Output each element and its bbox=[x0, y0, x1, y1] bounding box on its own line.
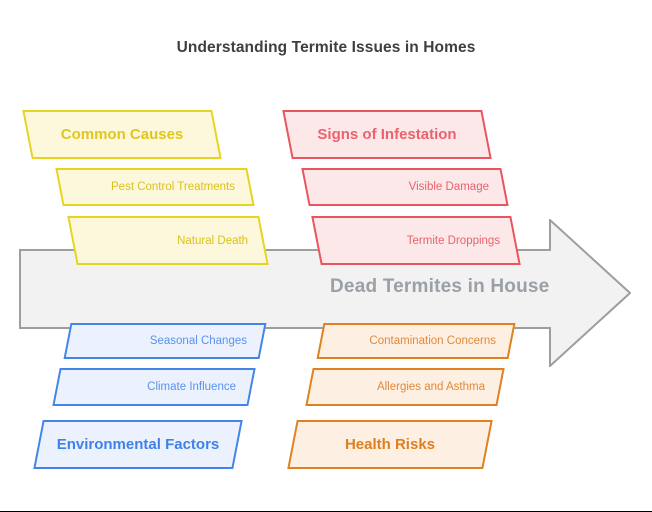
group-heading-label: Environmental Factors bbox=[56, 436, 220, 453]
group-item-contamination-concerns[interactable]: Contamination Concerns bbox=[316, 323, 516, 359]
group-heading-common-causes[interactable]: Common Causes bbox=[22, 110, 222, 159]
group-item-label: Visible Damage bbox=[408, 181, 489, 193]
group-item-label: Allergies and Asthma bbox=[376, 381, 485, 393]
group-item-termite-droppings[interactable]: Termite Droppings bbox=[311, 216, 521, 265]
group-heading-label: Signs of Infestation bbox=[317, 126, 457, 143]
group-item-label: Contamination Concerns bbox=[369, 335, 496, 347]
group-item-label: Pest Control Treatments bbox=[111, 181, 235, 193]
group-item-pest-control-treatments[interactable]: Pest Control Treatments bbox=[55, 168, 255, 206]
page-title: Understanding Termite Issues in Homes bbox=[176, 39, 476, 56]
group-heading-health-risks[interactable]: Health Risks bbox=[287, 420, 493, 469]
group-heading-label: Health Risks bbox=[344, 436, 436, 453]
group-item-seasonal-changes[interactable]: Seasonal Changes bbox=[63, 323, 267, 359]
central-arrow-label: Dead Termites in House bbox=[330, 276, 550, 297]
group-item-label: Natural Death bbox=[177, 234, 248, 247]
group-item-natural-death[interactable]: Natural Death bbox=[67, 216, 269, 265]
group-item-label: Climate Influence bbox=[147, 381, 236, 393]
group-item-climate-influence[interactable]: Climate Influence bbox=[52, 368, 256, 406]
group-item-allergies-and-asthma[interactable]: Allergies and Asthma bbox=[305, 368, 505, 406]
group-item-label: Seasonal Changes bbox=[149, 335, 247, 347]
group-item-visible-damage[interactable]: Visible Damage bbox=[301, 168, 509, 206]
group-heading-signs-of-infestation[interactable]: Signs of Infestation bbox=[282, 110, 492, 159]
group-heading-environmental-factors[interactable]: Environmental Factors bbox=[33, 420, 243, 469]
group-item-label: Termite Droppings bbox=[406, 234, 500, 247]
group-heading-label: Common Causes bbox=[60, 126, 184, 143]
